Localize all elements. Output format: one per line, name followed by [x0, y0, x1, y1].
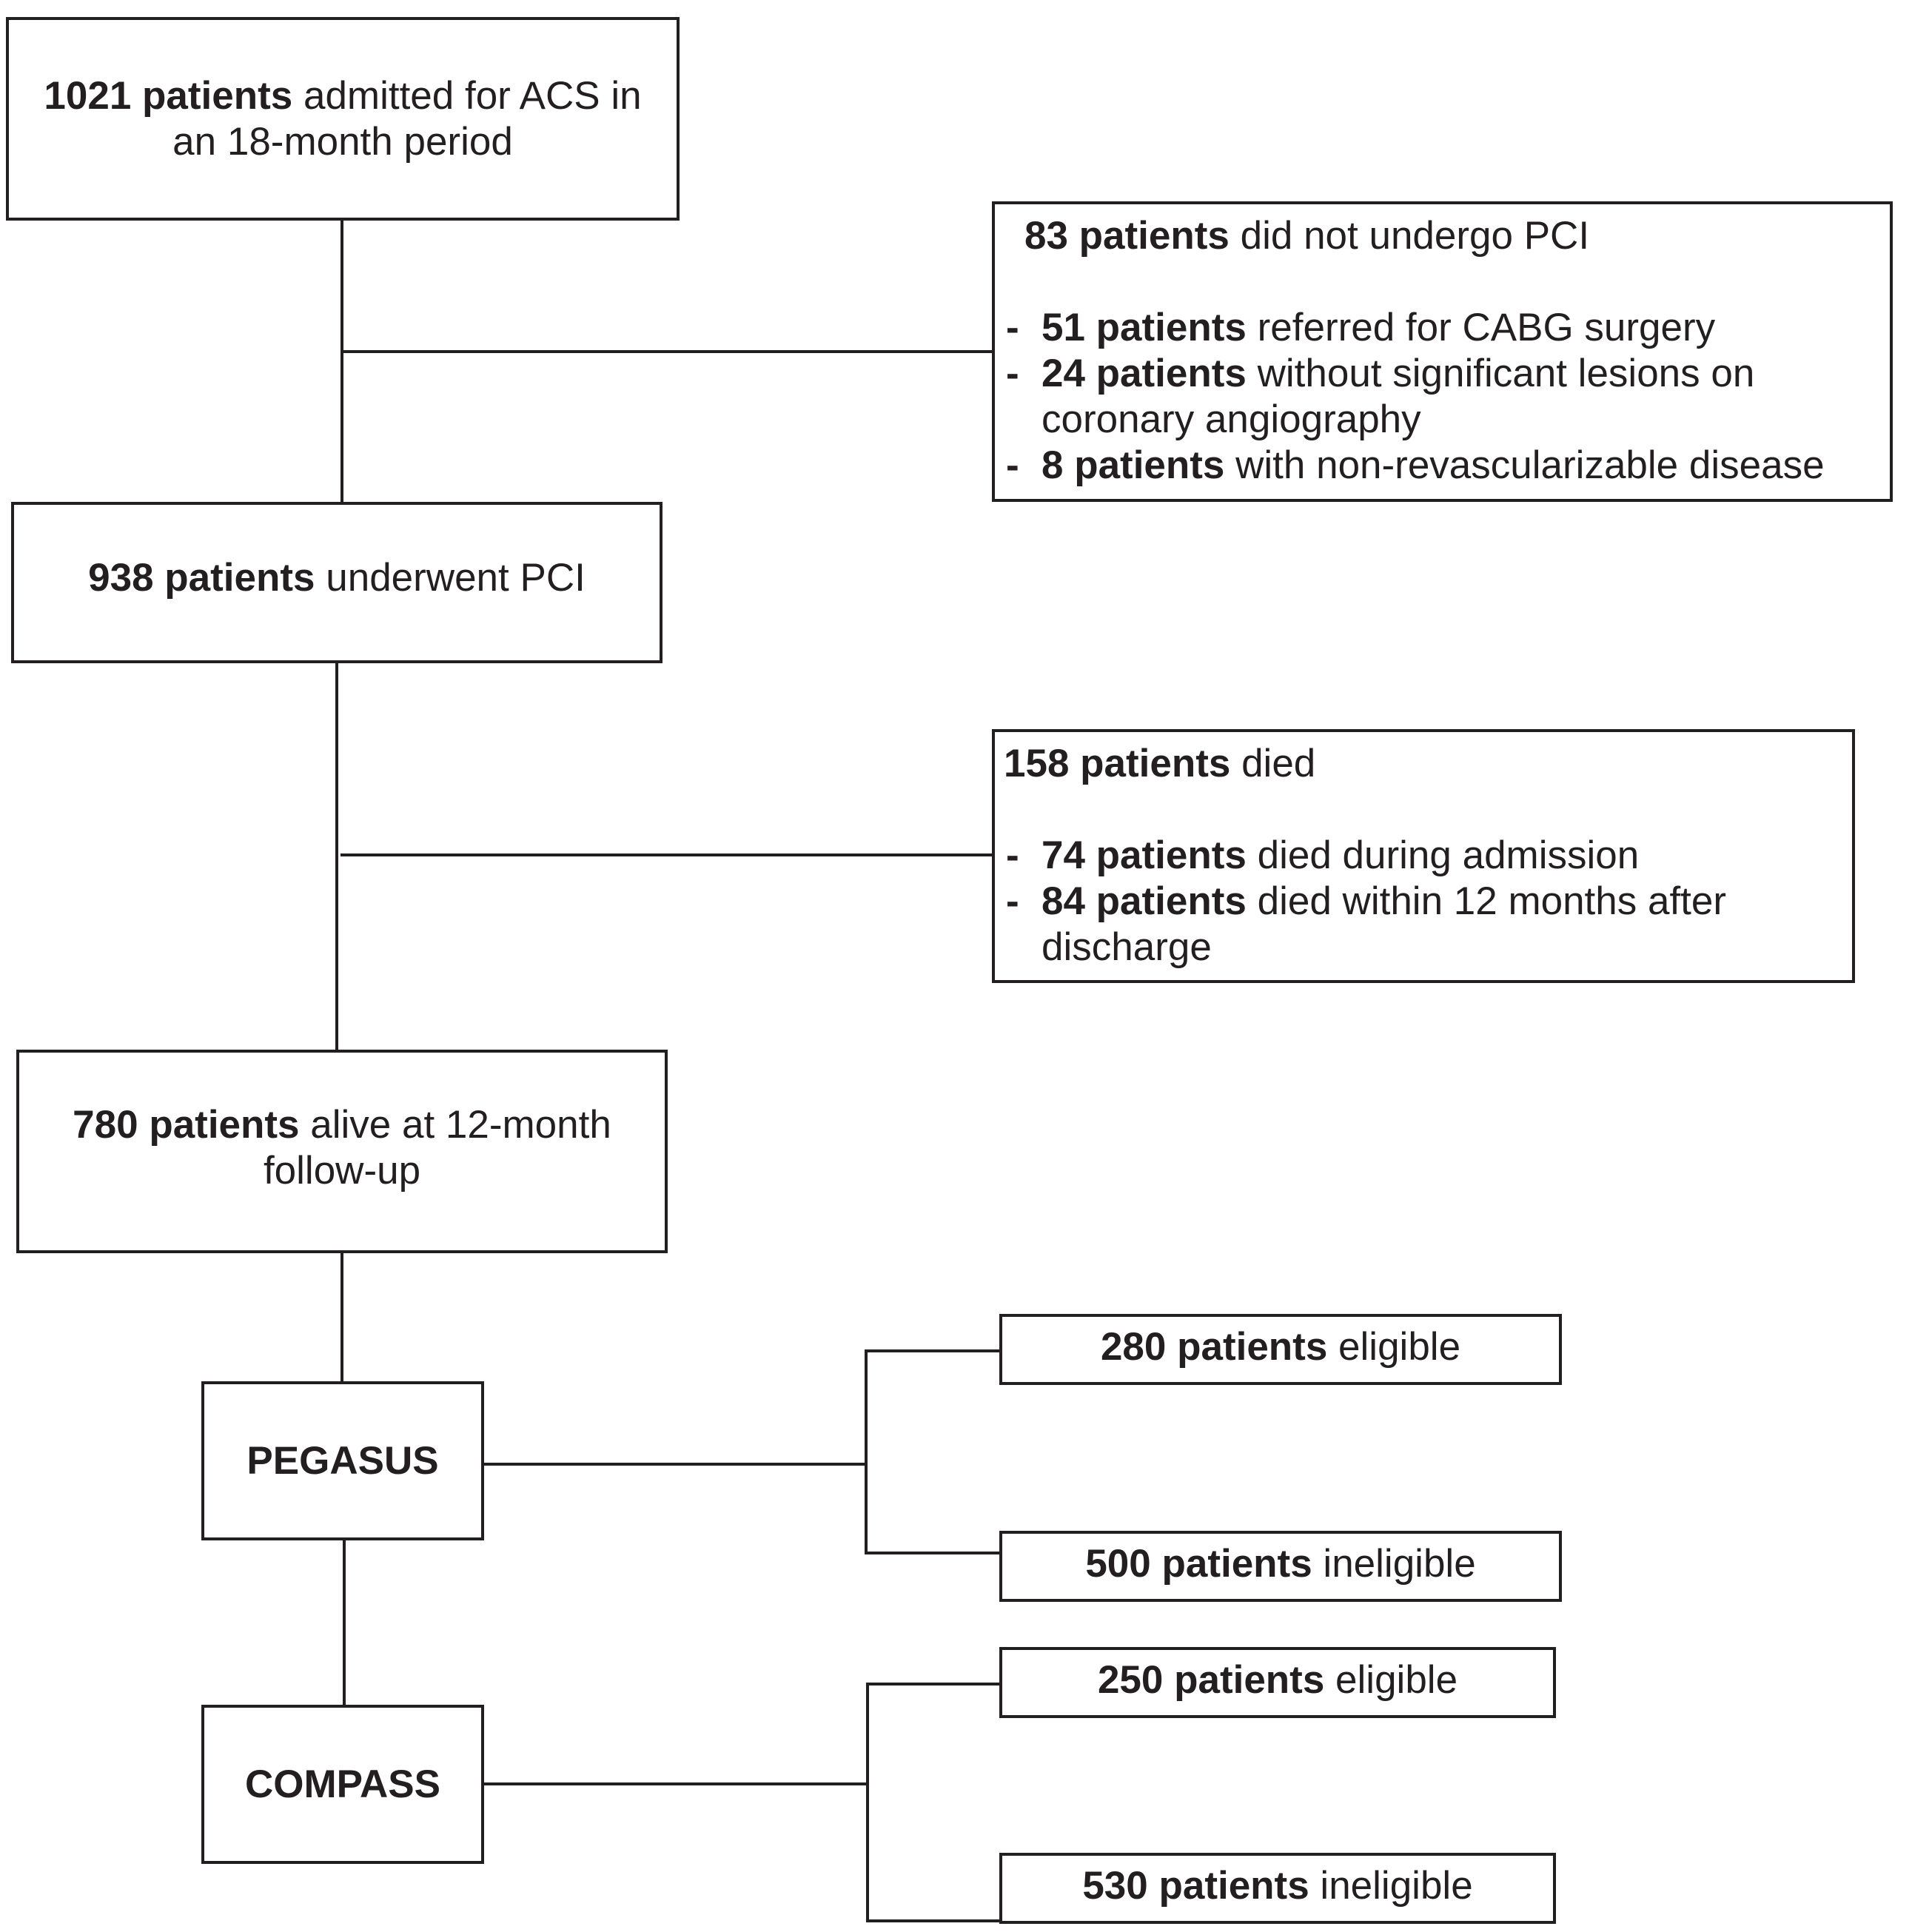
compass-ineligible-text: ineligible — [1309, 1864, 1473, 1908]
died-item: -74 patients died during admission — [1006, 833, 1726, 879]
compass-ineligible-count: 530 patients — [1082, 1864, 1309, 1908]
admitted-line-2: an 18-month period — [172, 119, 513, 164]
pegasus-eligible-text: eligible — [1327, 1325, 1461, 1369]
compass-ineligible-line: 530 patients ineligible — [1082, 1863, 1472, 1909]
pegasus-eligible-box: 280 patients eligible — [999, 1314, 1562, 1385]
alive-count: 780 patients — [73, 1102, 300, 1147]
list-dash: - — [1006, 443, 1019, 487]
pegasus-ineligible-count: 500 patients — [1085, 1542, 1312, 1586]
compass-eligible-count: 250 patients — [1097, 1658, 1325, 1702]
no-pci-box: 83 patients did not undergo PCI -51 pati… — [992, 201, 1893, 502]
alive-line-1: 780 patients alive at 12-month — [73, 1102, 611, 1148]
admitted-line-1: 1021 patients admitted for ACS in — [44, 73, 641, 119]
died-item-text: died within 12 months after — [1246, 879, 1727, 923]
compass-eligible-line: 250 patients eligible — [1098, 1657, 1458, 1703]
compass-label: COMPASS — [244, 1762, 441, 1806]
list-dash: - — [1006, 833, 1019, 877]
no-pci-text: did not undergo PCI — [1229, 214, 1590, 258]
pci-count: 938 patients — [88, 556, 315, 600]
list-dash: - — [1006, 306, 1019, 349]
pci-text: underwent PCI — [315, 556, 586, 600]
pegasus-ineligible-line: 500 patients ineligible — [1085, 1541, 1475, 1587]
pegasus-eligible-line: 280 patients eligible — [1101, 1324, 1460, 1370]
no-pci-item-text: with non-revascularizable disease — [1224, 443, 1825, 487]
compass-eligible-text: eligible — [1324, 1658, 1458, 1702]
no-pci-item: -24 patients without significant lesions… — [1006, 351, 1825, 397]
no-pci-list: -51 patients referred for CABG surgery -… — [1006, 305, 1825, 489]
died-text: died — [1230, 742, 1316, 785]
pegasus-eligible-count: 280 patients — [1100, 1325, 1328, 1369]
pegasus-ineligible-text: ineligible — [1312, 1542, 1476, 1586]
admitted-box: 1021 patients admitted for ACS in an 18-… — [6, 17, 680, 221]
pci-line: 938 patients underwent PCI — [88, 555, 586, 601]
no-pci-item-text: referred for CABG surgery — [1246, 306, 1716, 349]
died-header: 158 patients died — [1004, 741, 1315, 787]
pegasus-box: PEGASUS — [201, 1381, 484, 1540]
died-item-count: 84 patients — [1041, 879, 1247, 923]
list-dash: - — [1006, 352, 1019, 395]
list-dash: - — [1006, 879, 1019, 923]
no-pci-item: -8 patients with non-revascularizable di… — [1006, 443, 1825, 489]
no-pci-header: 83 patients did not undergo PCI — [1024, 213, 1589, 259]
no-pci-item-count: 24 patients — [1041, 352, 1247, 395]
died-box: 158 patients died -74 patients died duri… — [992, 729, 1855, 983]
no-pci-item-text: without significant lesions on — [1246, 352, 1755, 395]
no-pci-count: 83 patients — [1024, 214, 1230, 258]
died-item-count: 74 patients — [1041, 833, 1247, 877]
compass-ineligible-box: 530 patients ineligible — [999, 1853, 1556, 1924]
alive-text: alive at 12-month — [299, 1102, 611, 1147]
no-pci-item-continuation: coronary angiography — [1041, 398, 1421, 441]
compass-box: COMPASS — [201, 1705, 484, 1864]
died-item-continuation: discharge — [1041, 925, 1212, 969]
no-pci-item-count: 8 patients — [1041, 443, 1225, 487]
died-item-text: died during admission — [1246, 833, 1640, 877]
compass-eligible-box: 250 patients eligible — [999, 1647, 1556, 1718]
no-pci-item: -51 patients referred for CABG surgery — [1006, 305, 1825, 351]
pegasus-label: PEGASUS — [246, 1438, 439, 1483]
alive-box: 780 patients alive at 12-month follow-up — [16, 1050, 668, 1253]
died-item: -84 patients died within 12 months after — [1006, 879, 1726, 925]
pegasus-ineligible-box: 500 patients ineligible — [999, 1531, 1562, 1602]
died-count: 158 patients — [1004, 742, 1231, 785]
no-pci-item-count: 51 patients — [1041, 306, 1247, 349]
pci-box: 938 patients underwent PCI — [11, 502, 663, 663]
admitted-count: 1021 patients — [44, 73, 293, 118]
died-list: -74 patients died during admission -84 p… — [1006, 833, 1726, 970]
alive-line-2: follow-up — [263, 1148, 421, 1193]
admitted-text: admitted for ACS in — [292, 73, 642, 118]
